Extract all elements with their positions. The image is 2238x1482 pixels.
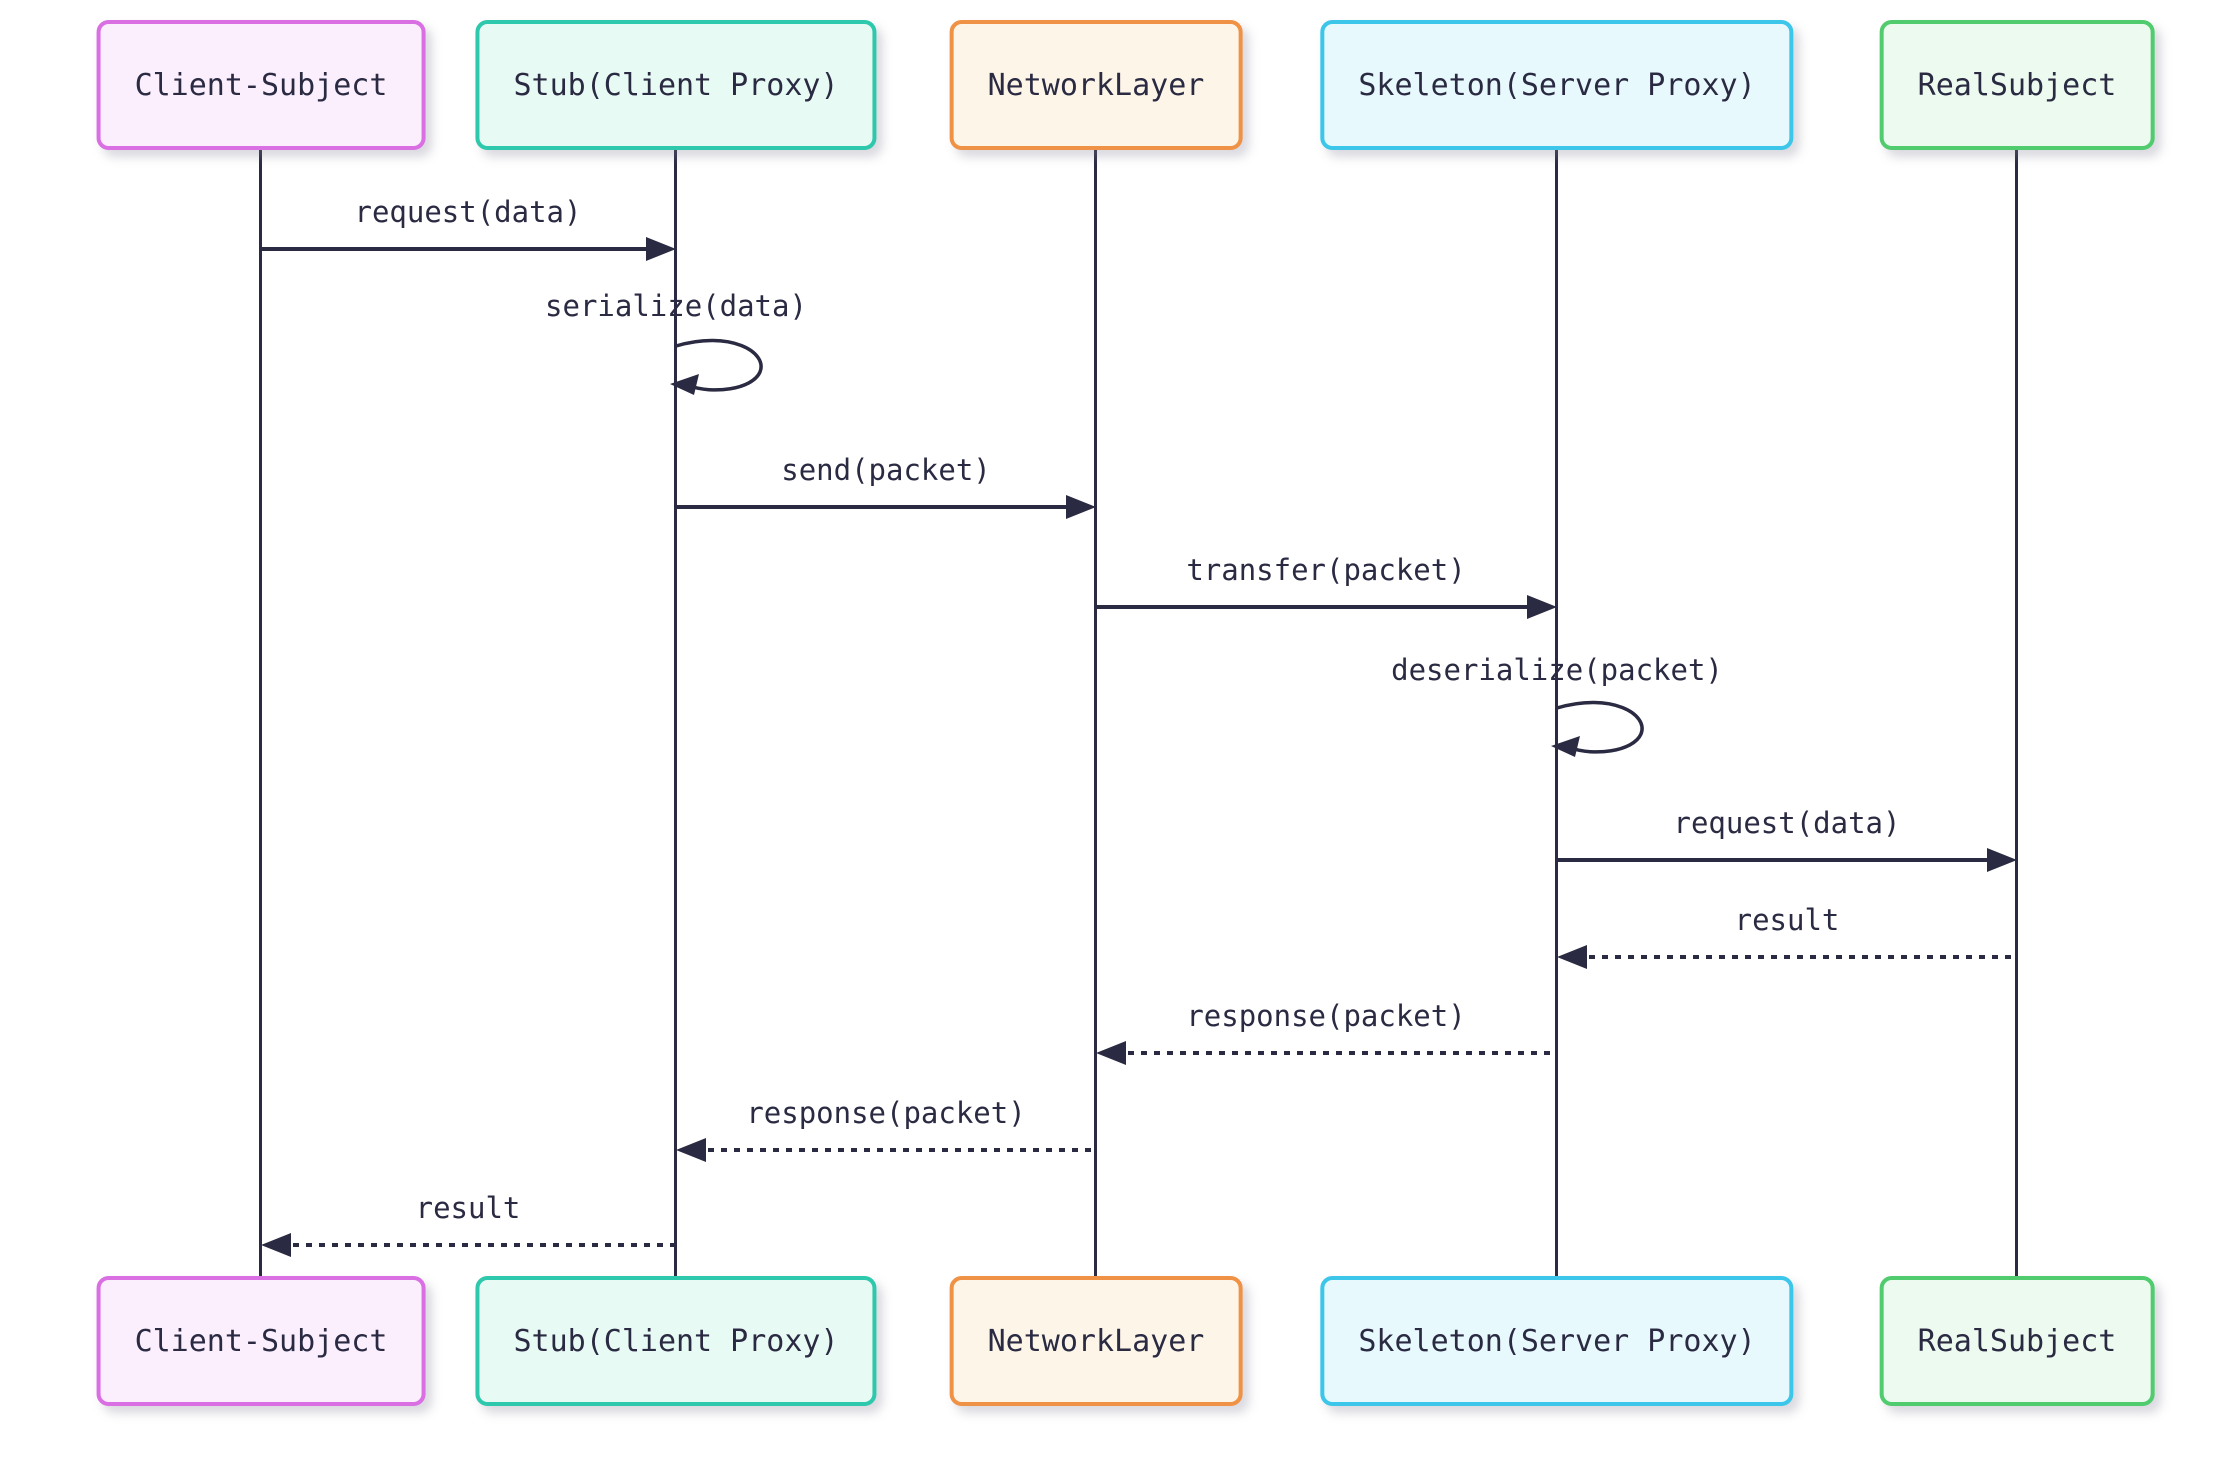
message-line-dotted (1589, 955, 2017, 959)
actor-top-stub: Stub(Client Proxy) (475, 20, 877, 150)
arrowhead-right-icon (1987, 848, 2017, 872)
message-label: result (415, 1191, 521, 1225)
message-line (261, 247, 648, 251)
actor-top-real-subject: RealSubject (1879, 20, 2155, 150)
actor-bottom-client-subject: Client-Subject (96, 1276, 426, 1406)
message-label: transfer(packet) (1186, 553, 1466, 587)
arrowhead-left-icon (676, 1138, 706, 1162)
message-line (1557, 858, 1987, 862)
message-label: send(packet) (781, 453, 991, 487)
actor-top-client-subject: Client-Subject (96, 20, 426, 150)
actor-label: Client-Subject (134, 67, 388, 103)
actor-label: NetworkLayer (987, 1323, 1205, 1359)
actor-bottom-real-subject: RealSubject (1879, 1276, 2155, 1406)
actor-bottom-stub: Stub(Client Proxy) (475, 1276, 877, 1406)
lifeline-stub (674, 150, 677, 1276)
arrowhead-right-icon (646, 237, 676, 261)
message-label: serialize(data) (545, 289, 807, 323)
actor-label: RealSubject (1917, 67, 2117, 103)
message-label: request(data) (354, 195, 582, 229)
lifeline-client-subject (259, 150, 262, 1276)
message-label: response(packet) (1186, 999, 1466, 1033)
actor-top-network-layer: NetworkLayer (949, 20, 1243, 150)
arrowhead-left-icon (1096, 1041, 1126, 1065)
arrowhead-left-icon (261, 1233, 291, 1257)
lifeline-real-subject (2015, 150, 2018, 1276)
lifeline-network-layer (1094, 150, 1097, 1276)
actor-bottom-network-layer: NetworkLayer (949, 1276, 1243, 1406)
actor-label: RealSubject (1917, 1323, 2117, 1359)
arrowhead-right-icon (1527, 595, 1557, 619)
actor-label: Stub(Client Proxy) (513, 67, 839, 103)
actor-top-skeleton: Skeleton(Server Proxy) (1320, 20, 1794, 150)
message-line (1096, 605, 1527, 609)
actor-label: NetworkLayer (987, 67, 1205, 103)
actor-label: Skeleton(Server Proxy) (1358, 1323, 1756, 1359)
actor-label: Client-Subject (134, 1323, 388, 1359)
message-label: request(data) (1673, 806, 1901, 840)
arrowhead-right-icon (1066, 495, 1096, 519)
message-line (676, 505, 1066, 509)
message-line-dotted (1128, 1051, 1557, 1055)
message-label: deserialize(packet) (1391, 653, 1723, 687)
message-line-dotted (293, 1243, 676, 1247)
self-loop-arrow-icon (670, 338, 763, 395)
arrowhead-left-icon (1557, 945, 1587, 969)
lifeline-skeleton (1555, 150, 1558, 1276)
actor-label: Stub(Client Proxy) (513, 1323, 839, 1359)
self-loop-arrow-icon (1551, 700, 1644, 757)
actor-bottom-skeleton: Skeleton(Server Proxy) (1320, 1276, 1794, 1406)
actor-label: Skeleton(Server Proxy) (1358, 67, 1756, 103)
message-line-dotted (708, 1148, 1096, 1152)
message-label: result (1734, 903, 1840, 937)
message-label: response(packet) (746, 1096, 1026, 1130)
